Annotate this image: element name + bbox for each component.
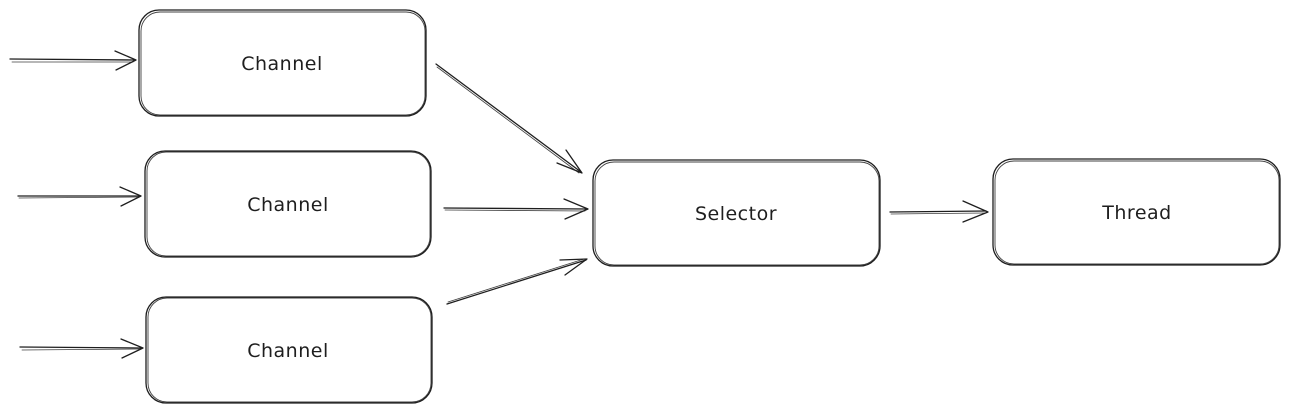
node-label: Channel (247, 340, 329, 362)
node-channel-1: Channel (138, 9, 427, 117)
node-label: Selector (695, 203, 777, 225)
arrowhead-icon (962, 200, 989, 223)
edge-channel-2-selector (443, 198, 589, 220)
arrowhead-icon (563, 198, 589, 220)
arrowhead-icon (559, 258, 588, 276)
node-thread: Thread (992, 158, 1281, 266)
edge-input-channel-2 (17, 186, 142, 207)
edge-channel-3-selector (446, 258, 588, 305)
node-selector: Selector (592, 159, 881, 267)
node-label: Thread (1101, 202, 1171, 224)
edge-channel-1-selector (435, 63, 583, 174)
node-label: Channel (247, 194, 329, 216)
node-channel-3: Channel (145, 296, 433, 404)
edge-input-channel-1 (9, 50, 137, 71)
arrowhead-icon (114, 50, 137, 71)
arrowhead-icon (120, 338, 144, 359)
arrowhead-icon (556, 149, 583, 174)
edge-selector-thread (889, 200, 989, 223)
node-channel-2: Channel (144, 150, 432, 258)
arrowhead-icon (119, 186, 142, 207)
edge-input-channel-3 (19, 338, 144, 359)
node-label: Channel (241, 53, 323, 75)
